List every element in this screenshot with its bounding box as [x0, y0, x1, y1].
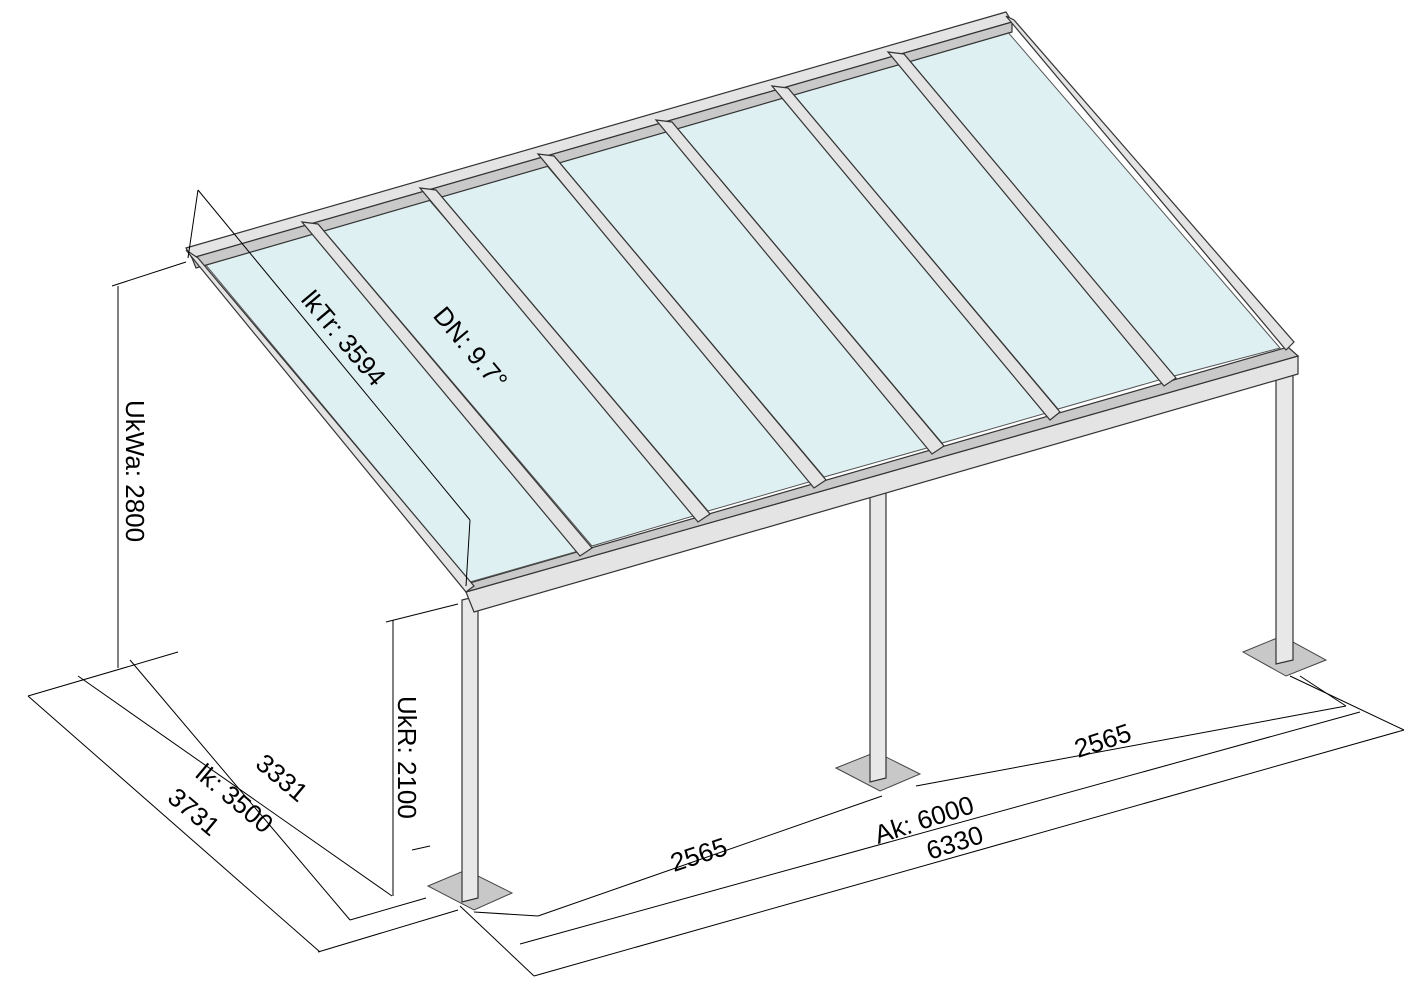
label-2565-right: 2565 [1071, 717, 1135, 763]
rafter-3 [536, 153, 827, 489]
rafter-5 [770, 85, 1061, 421]
rafter-6 [886, 51, 1177, 387]
rear-wall-beam-face [191, 21, 1013, 269]
roof-glass-panels [199, 29, 1281, 583]
label-ukwa: UkWa: 2800 [120, 400, 150, 542]
post-front-left [461, 595, 479, 903]
dimension-lines [27, 189, 1405, 977]
post-right [1275, 373, 1294, 665]
post-middle [869, 489, 887, 783]
rafter-4 [654, 119, 945, 455]
rafter-right-edge [1005, 15, 1295, 351]
rafters [185, 15, 1295, 593]
label-ukr: UkR: 2100 [392, 696, 422, 819]
rafter-1 [300, 221, 593, 557]
rafter-left-edge [185, 249, 475, 593]
rafter-2 [418, 187, 711, 523]
label-2565-left: 2565 [667, 831, 731, 877]
